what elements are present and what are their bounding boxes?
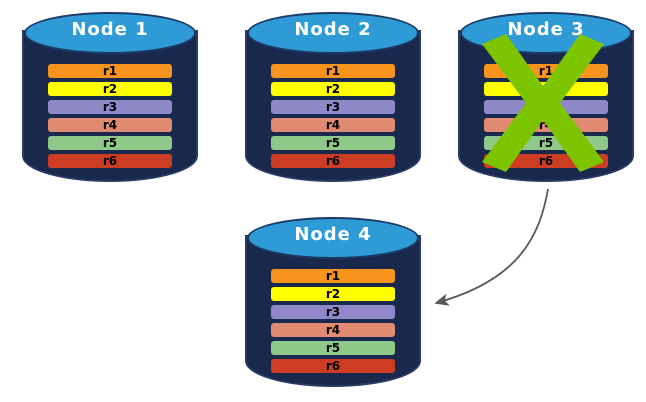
node-2-row-r1: r1: [271, 64, 395, 78]
node-3-rows: r1 r2 r3 r4 r5 r6: [484, 64, 608, 168]
node-3-row-r2: r2: [484, 82, 608, 96]
node-4-row-r3: r3: [271, 305, 395, 319]
node-2[interactable]: Node 2 r1 r2 r3 r4 r5 r6: [245, 10, 421, 186]
node-3[interactable]: Node 3 r1 r2 r3 r4 r5 r6: [458, 10, 634, 186]
node-2-rows: r1 r2 r3 r4 r5 r6: [271, 64, 395, 168]
node-2-row-r3: r3: [271, 100, 395, 114]
node-1-row-r1: r1: [48, 64, 172, 78]
node-4[interactable]: Node 4 r1 r2 r3 r4 r5 r6: [245, 215, 421, 391]
node-3-row-r4: r4: [484, 118, 608, 132]
node-1[interactable]: Node 1 r1 r2 r3 r4 r5 r6: [22, 10, 198, 186]
node-1-row-r2: r2: [48, 82, 172, 96]
node-1-row-r4: r4: [48, 118, 172, 132]
node-1-cylinder-cap: [24, 12, 196, 54]
node-2-row-r4: r4: [271, 118, 395, 132]
node-3-row-r1: r1: [484, 64, 608, 78]
node-3-row-r6: r6: [484, 154, 608, 168]
node-4-row-r1: r1: [271, 269, 395, 283]
node-4-row-r6: r6: [271, 359, 395, 373]
node-3-row-r3: r3: [484, 100, 608, 114]
node-1-row-r6: r6: [48, 154, 172, 168]
node-2-cylinder-cap: [247, 12, 419, 54]
node-4-row-r2: r2: [271, 287, 395, 301]
node-2-row-r6: r6: [271, 154, 395, 168]
node-4-rows: r1 r2 r3 r4 r5 r6: [271, 269, 395, 373]
node-4-row-r5: r5: [271, 341, 395, 355]
node-3-row-r5: r5: [484, 136, 608, 150]
node-1-row-r3: r3: [48, 100, 172, 114]
node-1-rows: r1 r2 r3 r4 r5 r6: [48, 64, 172, 168]
node-2-row-r2: r2: [271, 82, 395, 96]
node-1-row-r5: r5: [48, 136, 172, 150]
node-4-cylinder-cap: [247, 217, 419, 259]
node-4-row-r4: r4: [271, 323, 395, 337]
node-3-cylinder-cap: [460, 12, 632, 54]
replication-arrow-path: [434, 188, 549, 306]
node-2-row-r5: r5: [271, 136, 395, 150]
